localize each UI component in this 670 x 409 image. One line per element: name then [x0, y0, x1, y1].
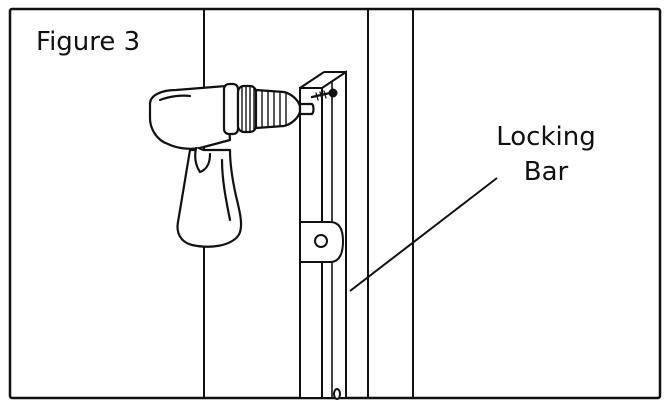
- drill-chuck-ribs: [261, 90, 287, 128]
- figure-title: Figure 3: [36, 27, 140, 57]
- callout-label-line2: Bar: [524, 157, 569, 187]
- drill-collar: [222, 82, 240, 136]
- drill-handle: [176, 148, 243, 248]
- screw-icon: [310, 90, 332, 101]
- hasp-hole: [314, 234, 328, 248]
- drill-body: [148, 84, 232, 150]
- locking-bar-hasp: [299, 221, 345, 263]
- drill-clutch-ribs: [241, 86, 255, 132]
- drill-chuck-tip: [298, 102, 315, 116]
- screw-threads: [315, 90, 327, 101]
- drill-grip-line: [220, 158, 232, 222]
- locking-bar-flange-edge: [299, 71, 325, 89]
- callout-leader-line: [349, 177, 498, 292]
- cordless-drill-icon: [148, 82, 315, 248]
- bar-bottom-slot: [333, 388, 341, 400]
- drill-rear-cap: [158, 94, 192, 102]
- drill-trigger: [194, 146, 212, 174]
- callout-label-line1: Locking: [496, 122, 596, 152]
